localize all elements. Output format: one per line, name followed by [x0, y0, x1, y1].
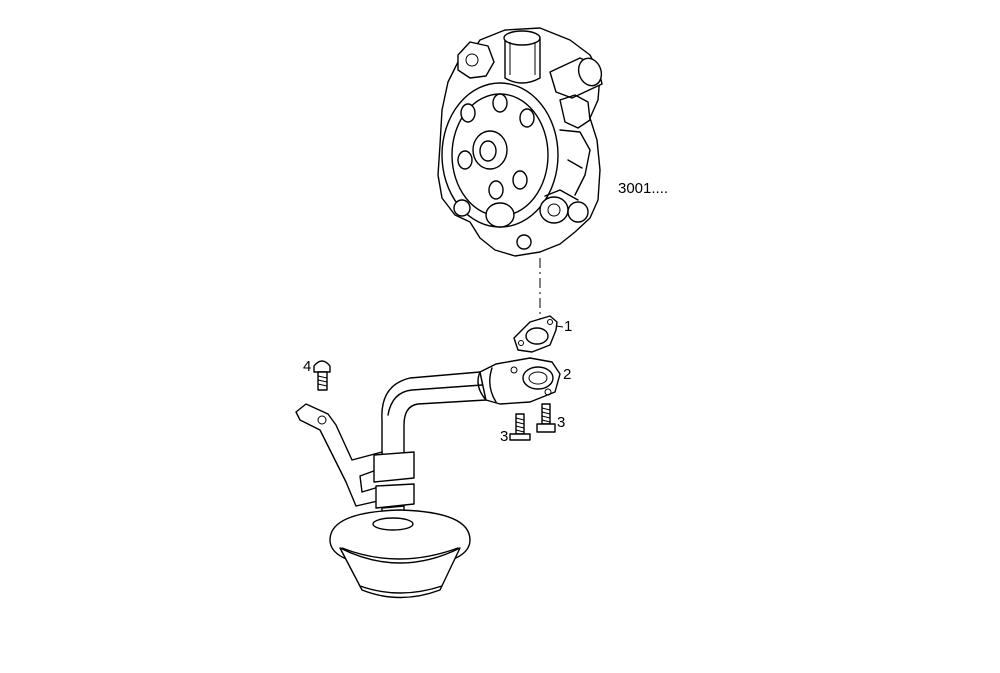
gasket-part[interactable]	[513, 315, 564, 353]
assembly-ref-label: 3001....	[618, 180, 669, 197]
callout-4: 4	[303, 358, 312, 375]
callout-3b: 3	[557, 414, 566, 431]
screw-3a[interactable]	[509, 413, 531, 441]
callout-1: 1	[564, 318, 573, 335]
oil-pump-assembly[interactable]	[437, 27, 605, 257]
callout-3a: 3	[500, 428, 509, 445]
callout-2: 2	[563, 366, 572, 383]
oil-pickup-tube[interactable]	[295, 357, 561, 599]
screw-3b[interactable]	[536, 403, 556, 433]
bolt-4[interactable]	[313, 360, 331, 391]
